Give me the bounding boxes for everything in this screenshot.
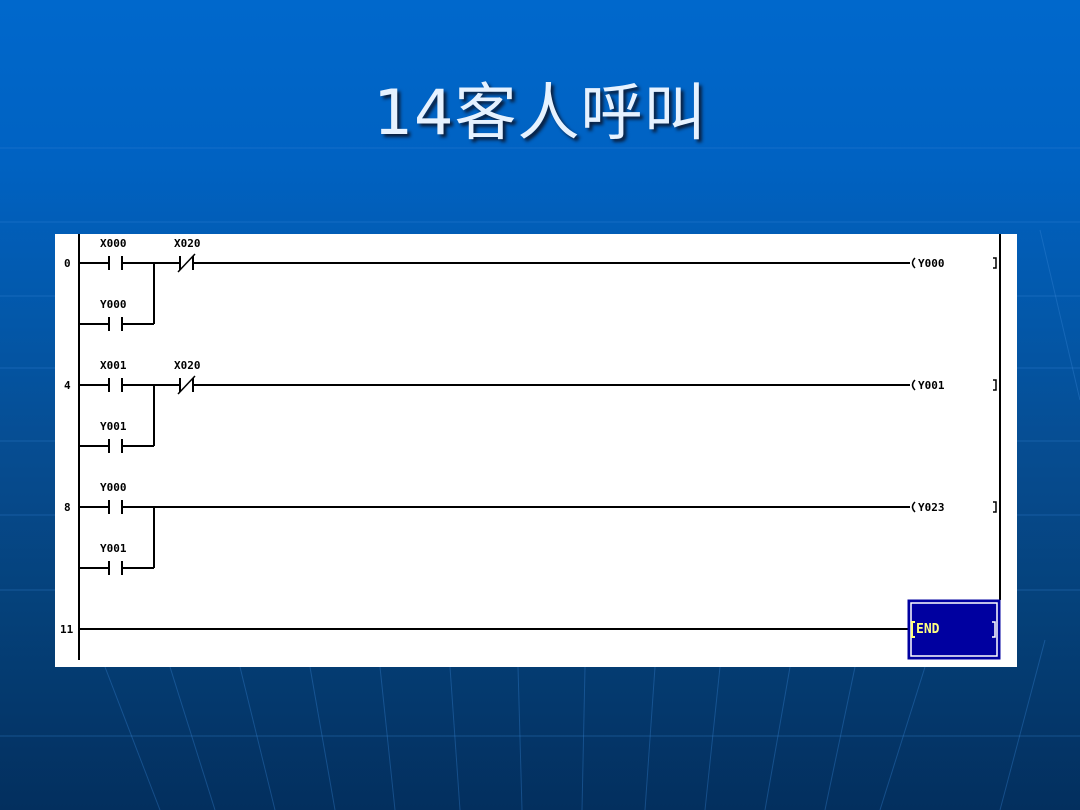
contact-label: Y000 — [100, 481, 127, 494]
step-number: 8 — [64, 501, 71, 514]
coil-label: Y023 — [918, 501, 945, 514]
coil-label: Y000 — [918, 257, 945, 270]
contact-label: Y000 — [100, 298, 127, 311]
slide-title: 14客人呼叫 — [373, 76, 707, 149]
step-number: 0 — [64, 257, 71, 270]
contact-label: Y001 — [100, 420, 127, 433]
contact-label: X000 — [100, 237, 127, 250]
coil-label: Y001 — [918, 379, 945, 392]
end-instruction-cell[interactable]: END — [907, 599, 1001, 660]
step-number: 11 — [60, 623, 74, 636]
contact-label: X020 — [174, 237, 201, 250]
end-label: END — [916, 622, 940, 637]
ladder-diagram: 0 4 8 11 X000 X020 Y000 X001 X020 Y001 Y… — [55, 234, 1017, 667]
contact-label: X020 — [174, 359, 201, 372]
contact-label: Y001 — [100, 542, 127, 555]
ladder-canvas: 0 4 8 11 X000 X020 Y000 X001 X020 Y001 Y… — [60, 234, 1001, 660]
step-number: 4 — [64, 379, 71, 392]
contact-label: X001 — [100, 359, 127, 372]
